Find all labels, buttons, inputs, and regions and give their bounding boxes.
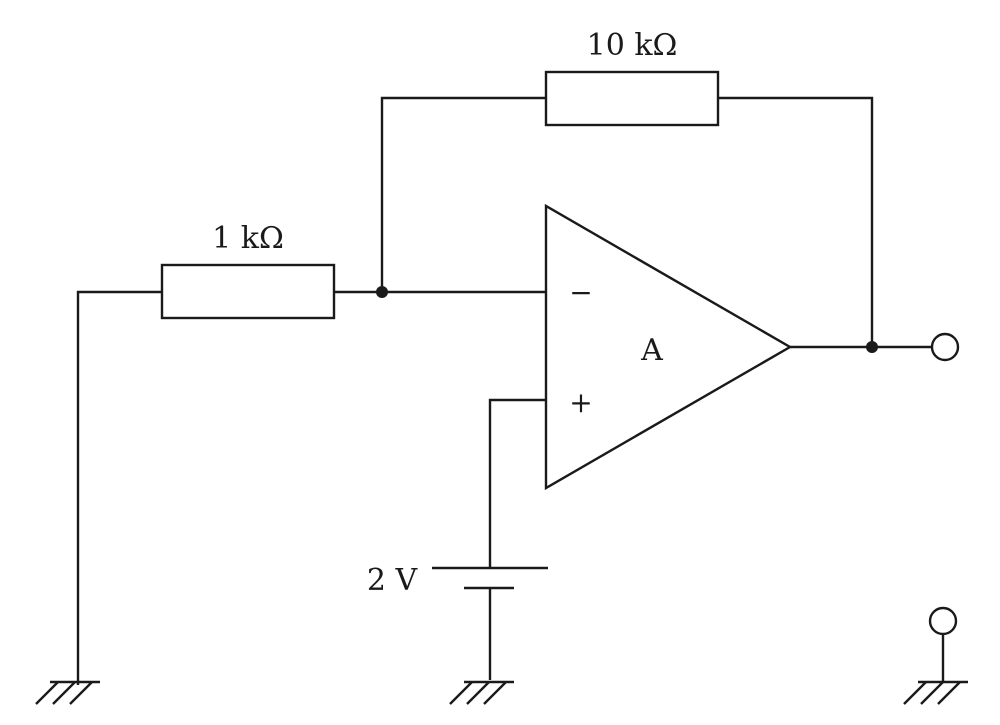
junction-dot-input — [376, 286, 388, 298]
opamp-label: A — [640, 333, 663, 368]
ground-icon-right — [903, 634, 968, 705]
feedback-resistor-label: 10 kΩ — [587, 28, 678, 63]
inverting-input-sign: − — [569, 276, 592, 309]
feedback-wires — [380, 96, 874, 347]
non-inverting-wire — [488, 398, 546, 568]
output-terminal — [930, 332, 960, 362]
ground-terminal — [928, 606, 958, 636]
input-resistor-label: 1 kΩ — [212, 221, 284, 256]
input-wires — [76, 290, 546, 685]
battery-label: 2 V — [367, 563, 419, 598]
ground-icon-battery — [449, 680, 514, 705]
non-inverting-input-sign: + — [569, 386, 592, 419]
ground-icon-left — [35, 680, 100, 705]
opamp-triangle — [544, 203, 793, 491]
junction-dot-output — [866, 341, 878, 353]
feedback-resistor — [544, 70, 720, 127]
input-resistor — [160, 263, 336, 320]
battery-symbol — [432, 566, 548, 680]
